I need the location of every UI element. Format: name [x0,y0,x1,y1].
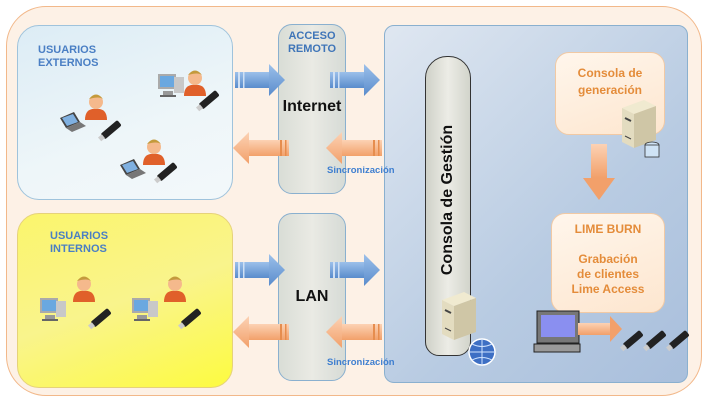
user-laptop-icon [120,139,178,184]
label-line: Lime Access [571,282,645,296]
arrow-right-icon [235,254,285,286]
arrow-right-icon [330,254,380,286]
web-server-icon [441,291,496,366]
arrow-left-icon [326,316,382,348]
external-users-label: USUARIOS EXTERNOS [38,44,99,70]
title-line: ACCESO [288,30,336,42]
user-desktop-icon [158,70,220,112]
user-desktop-icon [132,276,202,330]
lan-network [278,213,346,381]
workstation-icon [533,310,581,353]
title-line: REMOTO [287,43,337,55]
label-line: EXTERNOS [38,57,99,69]
user-desktop-icon [40,276,112,330]
internal-users-label: USUARIOS INTERNOS [50,230,108,256]
arrow-right-icon [578,316,622,342]
arrow-right-icon [235,64,285,96]
label-line: INTERNOS [50,243,107,255]
label-line: de clientes [576,267,640,281]
arrow-left-icon [233,316,289,348]
sync-label-internet: Sincronización [327,165,395,176]
internet-label: Internet [282,98,342,115]
arrow-left-icon [233,132,289,164]
label-line: USUARIOS [50,230,109,242]
label-line: Grabación [578,252,638,266]
label-line: USUARIOS [38,44,97,56]
label-line: Consola de [577,66,643,80]
remote-access-title: ACCESO REMOTO [278,30,346,56]
arrow-right-icon [330,64,380,96]
label-line: generación [577,83,643,97]
arrow-left-icon [326,132,382,164]
sync-label-lan: Sincronización [327,357,395,368]
user-laptop-icon [60,94,122,142]
lime-burn-title: LIME BURN [574,222,642,236]
remote-access-network [278,24,346,194]
arrow-down-icon [583,144,615,200]
server-icon [621,99,660,158]
lime-burn-box: LIME BURN Grabación de clientes Lime Acc… [551,213,665,313]
lan-label: LAN [295,288,329,305]
usb-drives-icon [619,329,690,352]
